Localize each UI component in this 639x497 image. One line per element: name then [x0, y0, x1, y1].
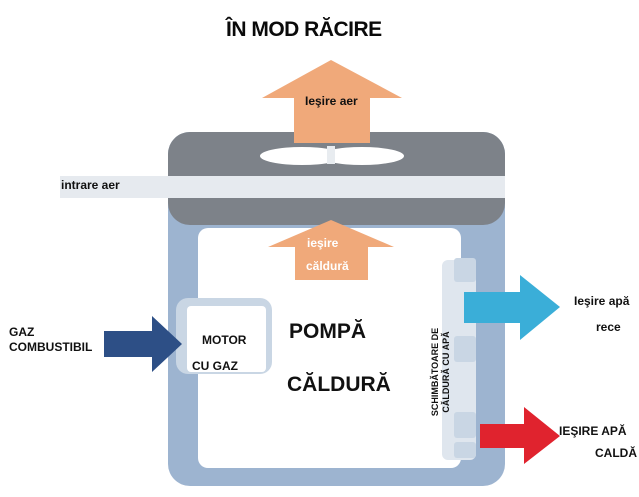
fuel-gas-label-2: COMBUSTIBIL — [9, 340, 93, 354]
hot-water-arrow — [480, 407, 560, 464]
heat-exchanger-bottom — [454, 412, 476, 438]
air-inlet-label: intrare aer — [61, 178, 120, 192]
diagram-title: ÎN MOD RĂCIRE — [226, 18, 382, 41]
fan-icon — [260, 146, 404, 165]
heat-pump-label-2: CĂLDURĂ — [287, 373, 391, 396]
cold-water-label-2: rece — [596, 320, 621, 334]
gas-motor-label-2: CU GAZ — [192, 359, 238, 373]
cold-water-arrow — [464, 275, 560, 340]
heat-exchangers-label-2: CĂLDURĂ CU APĂ — [441, 331, 451, 413]
air-band — [60, 176, 505, 198]
gas-motor-label-1: MOTOR — [202, 333, 247, 347]
heat-outlet-label-2: căldură — [306, 259, 349, 273]
hot-water-label-2: CALDĂ — [595, 446, 637, 460]
air-outlet-arrow — [262, 60, 402, 143]
fuel-gas-arrow — [104, 316, 182, 372]
heat-exchanger-mid — [454, 336, 476, 362]
heat-exchangers-label-1: SCHIMBĂTOARE DE — [430, 327, 440, 417]
gas-motor-panel — [187, 306, 266, 372]
heat-outlet-arrow — [268, 220, 394, 280]
hot-water-label-1: IEŞIRE APĂ — [559, 424, 627, 438]
air-outlet-label: Ieşire aer — [305, 94, 358, 108]
heat-pump-label-1: POMPĂ — [289, 320, 367, 343]
fuel-gas-label-1: GAZ — [9, 325, 35, 339]
heat-exchanger-top — [454, 258, 476, 282]
heat-outlet-label-1: ieşire — [307, 236, 339, 250]
cold-water-label-1: Ieşire apă — [574, 294, 630, 308]
air-convergence — [252, 180, 414, 198]
heat-exchanger-bottom2 — [454, 442, 476, 458]
housing-inner — [198, 228, 461, 468]
